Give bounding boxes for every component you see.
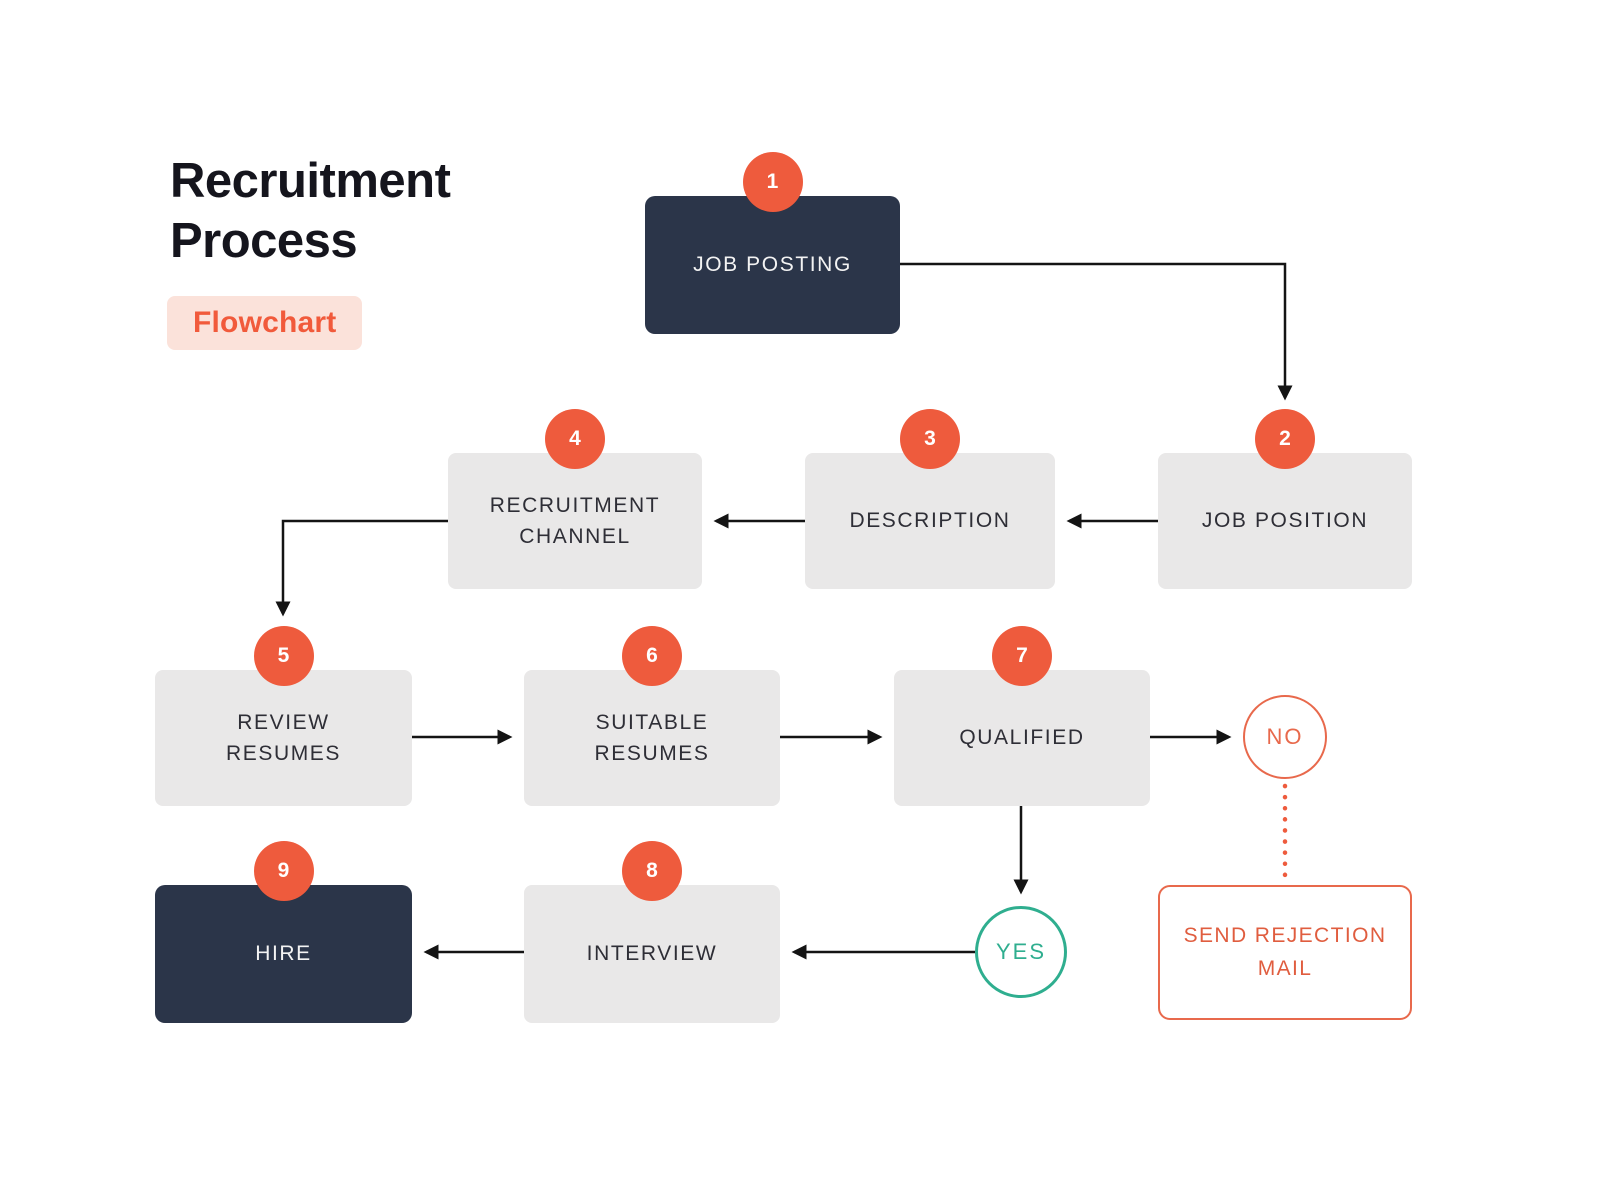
- node-qualified: 7 QUALIFIED: [894, 626, 1150, 806]
- step-badge-7: 7: [992, 626, 1052, 686]
- decision-no: NO: [1243, 695, 1327, 779]
- arrow-recruitment-channel-to-review-resumes: [275, 519, 448, 617]
- node-job-posting: 1 JOB POSTING: [645, 152, 900, 334]
- node-label: INTERVIEW: [586, 942, 718, 966]
- decision-yes: YES: [975, 906, 1067, 998]
- node-label: JOB POSITION: [1201, 509, 1369, 533]
- step-badge-4: 4: [545, 409, 605, 469]
- node-label: JOB POSTING: [693, 253, 852, 277]
- step-badge-1: 1: [742, 152, 803, 212]
- step-badge-3: 3: [900, 409, 960, 469]
- step-badge-8: 8: [622, 841, 682, 901]
- node-hire: 9 HIRE: [155, 841, 412, 1023]
- node-recruitment-channel: 4 RECRUITMENT CHANNEL: [448, 409, 702, 589]
- node-interview: 8 INTERVIEW: [524, 841, 780, 1023]
- node-label: SUITABLE RESUMES: [594, 710, 710, 766]
- step-badge-5: 5: [253, 626, 314, 686]
- node-label: QUALIFIED: [959, 726, 1085, 750]
- node-label: REVIEW RESUMES: [225, 710, 342, 766]
- node-job-position: 2 JOB POSITION: [1158, 409, 1412, 589]
- node-label: HIRE: [255, 942, 312, 966]
- page-title: Recruitment Process: [170, 154, 451, 268]
- node-label: DESCRIPTION: [849, 509, 1011, 533]
- step-badge-9: 9: [253, 841, 314, 901]
- node-review-resumes: 5 REVIEW RESUMES: [155, 626, 412, 806]
- node-suitable-resumes: 6 SUITABLE RESUMES: [524, 626, 780, 806]
- node-label: SEND REJECTION MAIL: [1183, 923, 1387, 980]
- step-badge-6: 6: [622, 626, 682, 686]
- node-description: 3 DESCRIPTION: [805, 409, 1055, 589]
- arrow-job-posting-to-job-position: [900, 262, 1293, 401]
- node-send-rejection-mail: SEND REJECTION MAIL: [1158, 885, 1412, 1020]
- node-label: RECRUITMENT CHANNEL: [489, 493, 661, 549]
- flowchart-badge: Flowchart: [167, 296, 363, 350]
- step-badge-2: 2: [1255, 409, 1315, 469]
